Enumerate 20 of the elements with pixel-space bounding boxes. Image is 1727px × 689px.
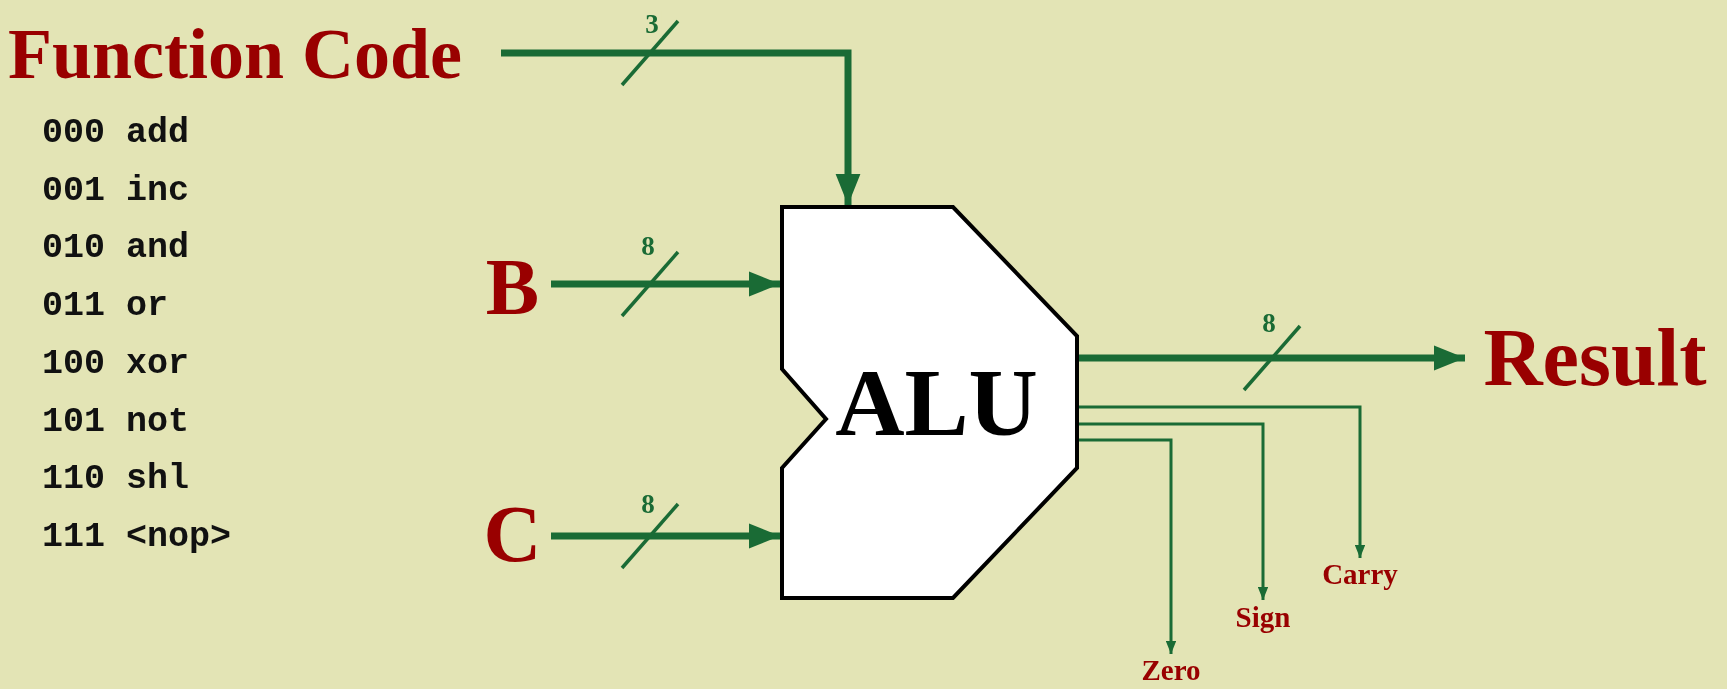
opcode-entry: 111 <nop> (42, 519, 232, 555)
alu-block (780, 205, 1079, 600)
connector (1079, 438, 1177, 654)
opcode-entry: 000 add (42, 116, 190, 151)
opcode-entry: 101 not (42, 404, 190, 440)
signal-name: Sign (1235, 602, 1291, 632)
opcode-entry: 110 shl (42, 462, 190, 498)
opcode-entry: 011 or (42, 289, 169, 325)
signal-name: C (483, 494, 542, 574)
connector (1079, 422, 1269, 600)
opcode-entry: 001 inc (42, 173, 190, 209)
signal-name: Zero (1141, 655, 1201, 685)
signal-name: Carry (1322, 559, 1398, 589)
signal-name: B (485, 247, 540, 327)
signal-name: Function Code (8, 18, 463, 90)
connector (1079, 405, 1366, 558)
signal-name: Result (1483, 317, 1707, 399)
opcode-entry: 100 xor (42, 346, 190, 382)
block-title: ALU (835, 354, 1038, 451)
opcode-entry: 010 and (42, 231, 190, 267)
